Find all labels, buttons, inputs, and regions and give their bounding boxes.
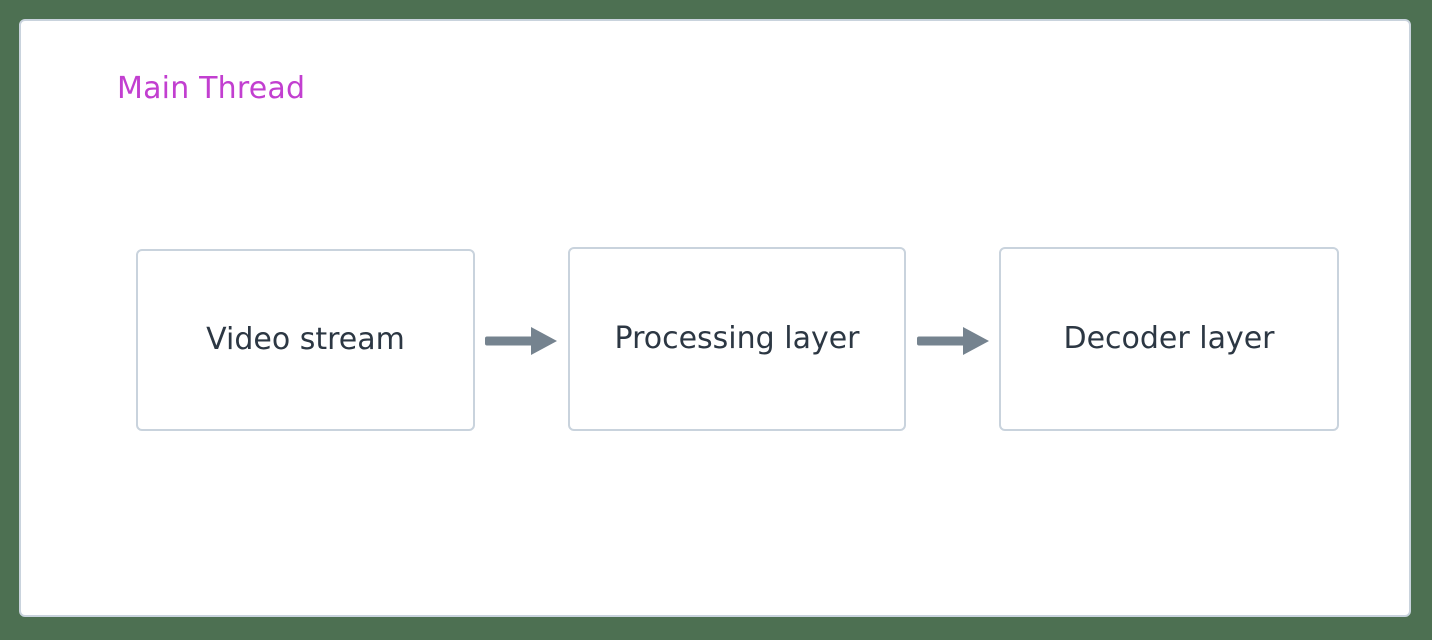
node-decoder-layer-label: Decoder layer [1063,321,1275,356]
node-video-stream-label: Video stream [206,322,405,357]
node-processing-layer[interactable]: Processing layer [568,247,906,431]
edge-processing-layer-to-decoder-layer [917,327,989,355]
subgraph-main-thread: Main Thread Video stream Processing laye… [19,19,1411,617]
node-video-stream[interactable]: Video stream [136,249,475,431]
edge-video-stream-to-processing-layer [485,327,557,355]
node-decoder-layer[interactable]: Decoder layer [999,247,1339,431]
node-processing-layer-label: Processing layer [614,321,860,356]
subgraph-title: Main Thread [117,71,306,106]
